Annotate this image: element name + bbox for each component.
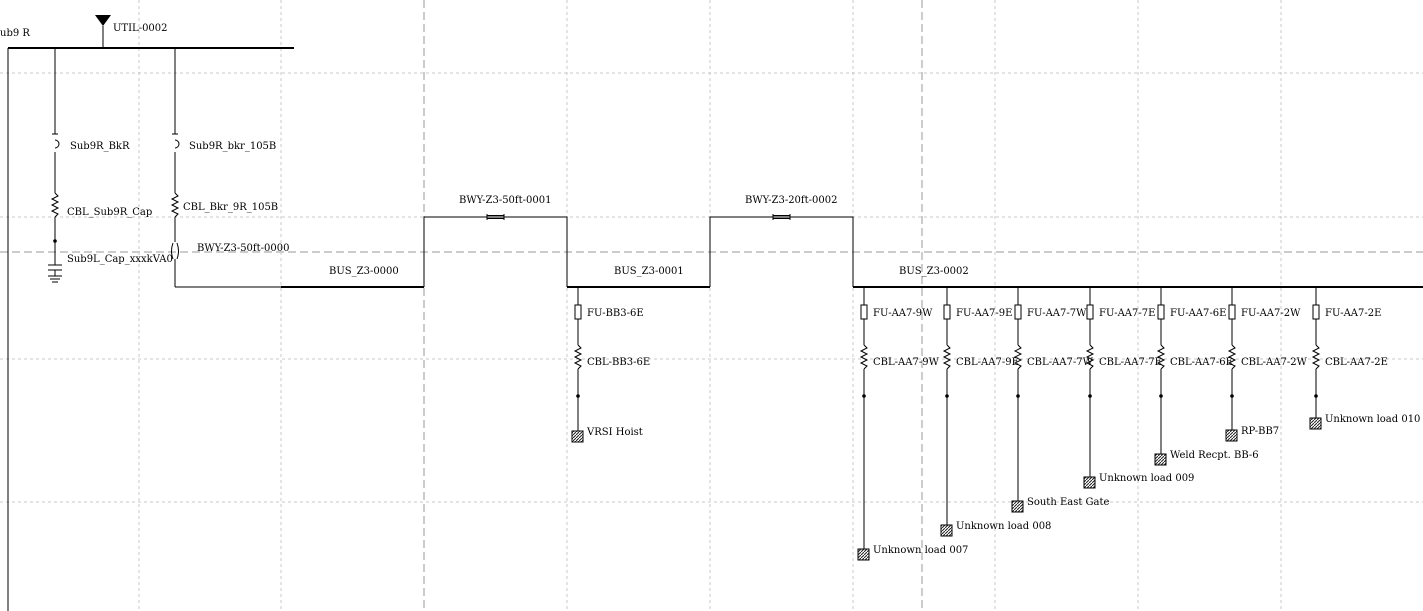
cable-icon	[859, 344, 869, 370]
fuse-label: FU-AA7-7E	[1099, 308, 1155, 319]
load-label: VRSI Hoist	[586, 427, 643, 438]
source-bus[interactable]: ub9 R	[0, 28, 294, 611]
load-label: Unknown load 010	[1325, 414, 1420, 425]
source-bus-label: ub9 R	[0, 28, 30, 39]
load-icon	[857, 548, 870, 561]
node-dot	[1230, 394, 1234, 398]
utility-source[interactable]: UTIL-0002	[95, 15, 168, 48]
branch-sub9r-105b[interactable]: Sub9R_bkr_105B CBL_Bkr_9R_105B BWY-Z3-50…	[170, 48, 290, 288]
load-icon	[1011, 500, 1024, 513]
breaker-icon	[174, 139, 180, 149]
load-label: Unknown load 008	[956, 521, 1051, 532]
bus-label: BUS_Z3-0000	[329, 266, 399, 277]
load-label: RP-BB7	[1241, 426, 1279, 437]
cable-label: CBL-AA7-9E	[956, 357, 1019, 368]
cable-icon	[1156, 344, 1166, 370]
cable-label: CBL-AA7-6E	[1170, 357, 1233, 368]
feeder-aa7-2e[interactable]: FU-AA7-2E CBL-AA7-2E Unknown load 010	[1309, 287, 1420, 430]
load-icon	[1225, 429, 1238, 442]
load-icon	[1154, 453, 1167, 466]
load-label: Unknown load 007	[873, 545, 968, 556]
cable-label: CBL-AA7-7E	[1099, 357, 1162, 368]
fuse-label: FU-AA7-9E	[956, 308, 1012, 319]
cable-label: CBL_Bkr_9R_105B	[183, 202, 278, 213]
busway-label: BWY-Z3-20ft-0002	[745, 195, 837, 206]
busway-label: BWY-Z3-50ft-0000	[197, 243, 289, 254]
load-label: Unknown load 009	[1099, 473, 1194, 484]
utility-label: UTIL-0002	[113, 23, 168, 34]
cable-label: CBL-AA7-2W	[1241, 357, 1308, 368]
fuse-label: FU-AA7-7W	[1027, 308, 1087, 319]
cable-icon	[50, 192, 60, 218]
fuse-label: FU-AA7-2E	[1325, 308, 1381, 319]
breaker-icon	[54, 139, 60, 149]
fuse-icon	[860, 304, 868, 320]
busway-icon	[772, 214, 791, 220]
busway-z3-20ft-0002[interactable]: BWY-Z3-20ft-0002	[709, 195, 854, 287]
fuse-icon	[1014, 304, 1022, 320]
fuse-label: FU-BB3-6E	[587, 308, 644, 319]
busway-icon	[171, 242, 179, 260]
fuse-icon	[943, 304, 951, 320]
bus-label: BUS_Z3-0001	[614, 266, 684, 277]
feeder-aa7-6e[interactable]: FU-AA7-6E CBL-AA7-6E Weld Recpt. BB-6	[1154, 287, 1259, 466]
breaker-label: Sub9R_BkR	[70, 141, 130, 152]
feeder-aa7-2w[interactable]: FU-AA7-2W CBL-AA7-2W RP-BB7	[1225, 287, 1308, 442]
load-icon	[1309, 417, 1322, 430]
bus-z3-0002[interactable]: BUS_Z3-0002	[853, 266, 1423, 288]
fuse-label: FU-AA7-2W	[1241, 308, 1301, 319]
capacitor-icon	[48, 264, 62, 283]
bus-z3-0000[interactable]: BUS_Z3-0000	[281, 266, 424, 288]
feeder-aa7-9e[interactable]: FU-AA7-9E CBL-AA7-9E Unknown load 008	[940, 287, 1051, 537]
fuse-label: FU-AA7-9W	[873, 308, 933, 319]
cable-icon	[1085, 344, 1095, 370]
fuse-icon	[574, 304, 582, 320]
busway-icon	[486, 214, 505, 220]
node-dot	[862, 394, 866, 398]
busway-label: BWY-Z3-50ft-0001	[459, 195, 551, 206]
load-icon	[571, 430, 584, 443]
feeder-aa7-7w[interactable]: FU-AA7-7W CBL-AA7-7W South East Gate	[1011, 287, 1110, 513]
bus-z3-0001[interactable]: BUS_Z3-0001	[567, 266, 710, 288]
fuse-icon	[1228, 304, 1236, 320]
node-dot	[1159, 394, 1163, 398]
busway-z3-50ft-0001[interactable]: BWY-Z3-50ft-0001	[423, 195, 568, 287]
fuse-label: FU-AA7-6E	[1170, 308, 1226, 319]
feeder-aa7-9w[interactable]: FU-AA7-9W CBL-AA7-9W Unknown load 007	[857, 287, 968, 561]
bus-label: BUS_Z3-0002	[899, 266, 969, 277]
utility-icon	[95, 15, 111, 26]
node-dot	[1016, 394, 1020, 398]
cable-icon	[170, 192, 180, 218]
breaker-label: Sub9R_bkr_105B	[189, 141, 276, 152]
cable-label: CBL_Sub9R_Cap	[67, 207, 152, 218]
fuse-icon	[1157, 304, 1165, 320]
cable-label: CBL-AA7-9W	[873, 357, 940, 368]
cable-icon	[1013, 344, 1023, 370]
cable-label: CBL-AA7-7W	[1027, 357, 1094, 368]
fuse-icon	[1312, 304, 1320, 320]
cable-icon	[1311, 344, 1321, 370]
cable-label: CBL-BB3-6E	[587, 357, 650, 368]
cable-label: CBL-AA7-2E	[1325, 357, 1388, 368]
capacitor-label: Sub9L_Cap_xxxkVA0	[67, 254, 173, 265]
node-dot	[1314, 394, 1318, 398]
load-label: South East Gate	[1027, 497, 1110, 508]
branch-bb3-6e[interactable]: FU-BB3-6E CBL-BB3-6E VRSI Hoist	[571, 287, 650, 443]
node-dot	[945, 394, 949, 398]
fuse-icon	[1086, 304, 1094, 320]
cable-icon	[1227, 344, 1237, 370]
branch-sub9r-cap[interactable]: Sub9R_BkR CBL_Sub9R_Cap Sub9L_Cap_xxxkVA…	[48, 48, 173, 283]
load-icon	[1083, 476, 1096, 489]
cable-icon	[942, 344, 952, 370]
feeder-aa7-7e[interactable]: FU-AA7-7E CBL-AA7-7E Unknown load 009	[1083, 287, 1194, 489]
load-icon	[940, 524, 953, 537]
load-label: Weld Recpt. BB-6	[1170, 450, 1259, 461]
node-dot	[1088, 394, 1092, 398]
cable-icon	[573, 344, 583, 370]
